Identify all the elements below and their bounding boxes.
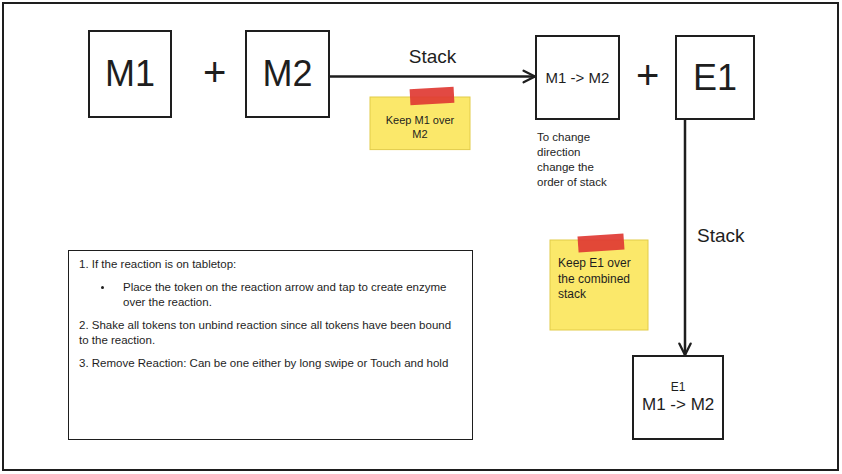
- box-label: E1: [693, 57, 737, 98]
- stack-box: M1 -> M2: [535, 35, 620, 120]
- plus-sign: +: [636, 55, 659, 95]
- note-item: 3. Remove Reaction: Can be one either by…: [79, 356, 462, 371]
- frame-border: [3, 3, 838, 470]
- sticky-text: Keep M1 over M2: [378, 113, 462, 142]
- tape-strip: [410, 87, 455, 105]
- box-label: M2: [262, 53, 312, 94]
- box-label: M1: [105, 53, 155, 94]
- bullet-dot: [101, 286, 104, 289]
- box-label: M1 -> M2: [642, 395, 714, 415]
- sticky-note: Keep M1 over M2: [370, 97, 470, 150]
- notes-box: 1. If the reaction is on tabletop: Place …: [68, 250, 473, 440]
- box-label: M1 -> M2: [546, 69, 610, 86]
- direction-note: To change direction change the order of …: [537, 130, 609, 190]
- sticky-note: Keep E1 over the combined stack: [550, 240, 648, 330]
- plus-sign: +: [203, 52, 226, 92]
- box-label: E1: [671, 381, 686, 395]
- molecule-box: M1: [88, 30, 172, 118]
- note-item: 1. If the reaction is on tabletop:: [79, 257, 462, 272]
- stack-arrow: [684, 120, 687, 355]
- sticky-text: Keep E1 over the combined stack: [558, 256, 640, 303]
- stack-arrow: [330, 75, 535, 78]
- sticky-paper: [550, 240, 648, 330]
- edge-label: Stack: [409, 47, 457, 66]
- edge-label: Stack: [697, 226, 745, 245]
- molecule-box: M2: [245, 30, 330, 118]
- tape-strip: [577, 233, 624, 252]
- result-box: E1M1 -> M2: [632, 355, 724, 440]
- sticky-paper: [370, 97, 470, 150]
- note-item: Place the token on the reaction arrow an…: [79, 280, 462, 310]
- enzyme-box: E1: [675, 35, 755, 120]
- note-item: 2. Shake all tokens ton unbind reaction …: [79, 318, 462, 348]
